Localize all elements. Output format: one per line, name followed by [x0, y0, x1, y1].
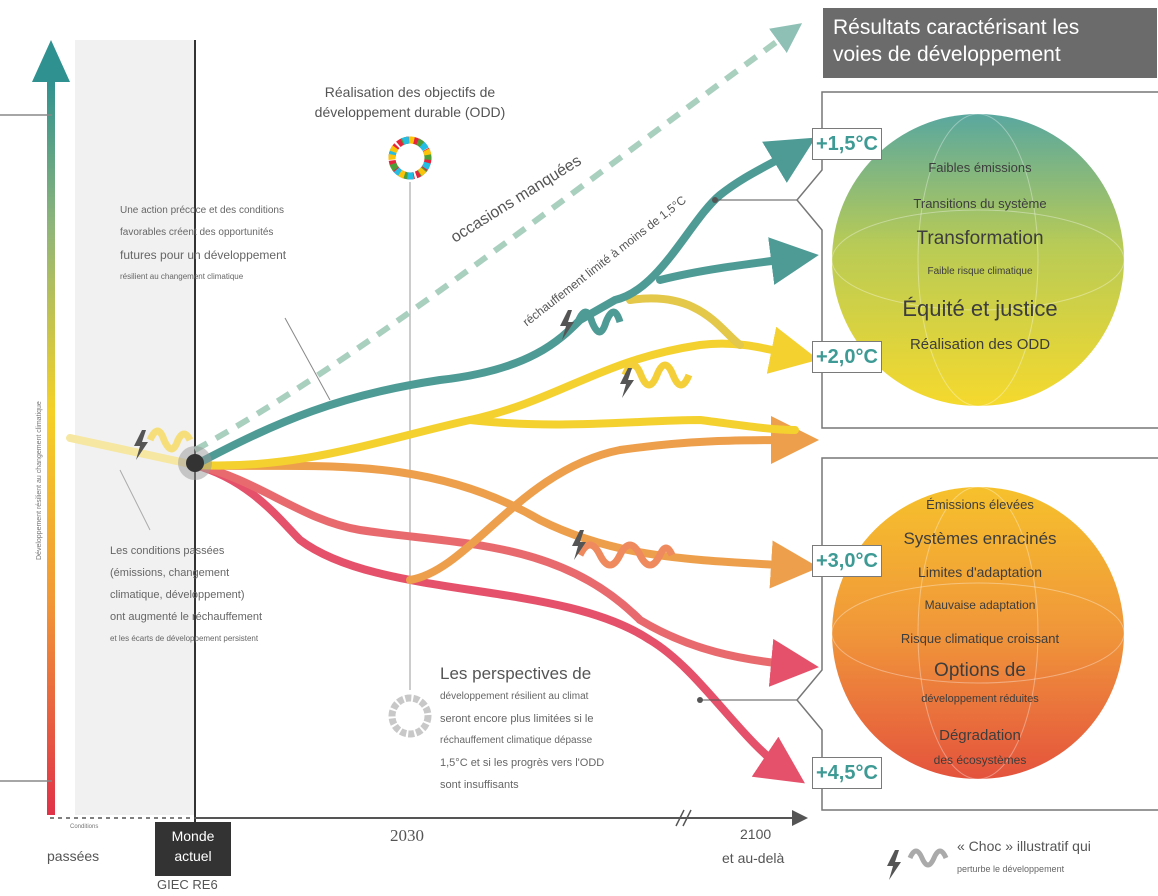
- note-bottom-line4: réchauffement climatique dépasse: [440, 735, 593, 746]
- sdg-title-line2: développement durable (ODD): [314, 104, 506, 120]
- good-outcome-6: Réalisation des ODD: [909, 336, 1051, 353]
- sdg-title: Réalisation des objectifs de développeme…: [290, 82, 530, 122]
- bad-outcomes-text: Émissions élevées Systèmes enracinés Lim…: [873, 497, 1087, 777]
- past-small-label: Conditions: [70, 824, 99, 830]
- note-top-line3: futures pour un développement: [120, 248, 287, 262]
- note-bottom-line6: sont insuffisants: [440, 779, 519, 791]
- legend-line1: « Choc » illustratif qui: [957, 838, 1091, 854]
- past-label: passées: [47, 848, 100, 864]
- note-top-line1: Une action précoce et des conditions: [120, 205, 284, 216]
- bad-outcome-1: Émissions élevées: [926, 497, 1034, 512]
- temp-4-5-badge: +4,5°C: [812, 757, 882, 789]
- year-2100-label: 2100: [740, 826, 772, 842]
- note-bottom-line2: développement résilient au climat: [440, 691, 589, 702]
- shock-spring-yellow: [621, 361, 693, 389]
- note-top-line2: favorables créent des opportunités: [120, 227, 274, 238]
- bad-outcome-7: développement réduites: [921, 693, 1039, 705]
- shock-spring-past: [146, 427, 194, 453]
- note-left-line2: (émissions, changement: [110, 567, 230, 579]
- good-outcome-5: Équité et justice: [902, 296, 1058, 321]
- sdg-wheel-grey-icon: [388, 694, 432, 738]
- temp-3-0-badge: +3,0°C: [812, 545, 882, 577]
- beyond-label: et au-delà: [722, 850, 785, 866]
- resilience-axis: [47, 80, 55, 815]
- path-3-0: [191, 461, 819, 589]
- note-left-line3: climatique, développement): [110, 589, 245, 601]
- note-left-line1: Les conditions passées: [110, 545, 225, 557]
- temp-1-5-badge: +1,5°C: [812, 128, 882, 160]
- year-2030-label: 2030: [390, 826, 424, 845]
- sdg-title-line1: Réalisation des objectifs de: [324, 84, 496, 100]
- legend-spring-icon: [907, 848, 949, 868]
- results-header: Résultats caractérisant les voies de dév…: [823, 8, 1157, 78]
- header-line2: voies de développement: [833, 43, 1061, 66]
- note-past-conditions: Les conditions passées (émissions, chang…: [110, 540, 360, 650]
- note-early-action: Une action précoce et des conditions fav…: [120, 200, 360, 288]
- note-bottom-line5: 1,5°C et si les progrès vers l'ODD: [440, 757, 605, 769]
- lightning-icons: [134, 310, 901, 880]
- vertical-axis-label: Développement résilient au changement cl…: [36, 401, 43, 560]
- path-1-5: [191, 137, 816, 469]
- now-line1: Monde: [171, 828, 215, 844]
- good-outcome-3: Transformation: [916, 228, 1044, 249]
- path-red-2: [191, 461, 819, 687]
- bad-outcome-8: Dégradation: [939, 727, 1021, 744]
- past-panel: [75, 40, 195, 815]
- missed-opportunities-path: [193, 23, 803, 453]
- present-node: [186, 454, 204, 472]
- bad-outcomes-sphere: [832, 487, 1124, 779]
- note-left-line4: ont augmenté le réchauffement: [110, 611, 263, 623]
- path-4-5: [191, 461, 805, 784]
- header-line1: Résultats caractérisant les: [833, 16, 1080, 39]
- bad-outcome-3: Limites d'adaptation: [917, 564, 1043, 580]
- sdg-wheel-icon: [388, 136, 432, 180]
- legend-line2: perturbe le développement: [957, 864, 1065, 874]
- note-bottom-line3: seront encore plus limitées si le: [440, 713, 594, 725]
- note-bottom-line1: Les perspectives de: [440, 664, 592, 683]
- good-outcome-2: Transitions du système: [913, 196, 1047, 211]
- shock-spring-red: [576, 541, 676, 569]
- bad-outcome-6: Options de: [934, 660, 1026, 681]
- giec-label: GIEC RE6: [157, 877, 218, 892]
- present-world-box: Monde actuel: [155, 822, 231, 876]
- axis-arrowhead: [32, 40, 70, 82]
- bad-outcome-5: Risque climatique croissant: [900, 631, 1060, 646]
- note-top-line4: résilient au changement climatique: [120, 272, 244, 281]
- good-outcome-4: Faible risque climatique: [927, 266, 1033, 277]
- path-2-0: [191, 326, 819, 470]
- shock-spring-teal: [574, 308, 624, 336]
- good-outcomes-text: Faibles émissions Transitions du système…: [880, 160, 1080, 360]
- path-orange-1: [406, 416, 819, 584]
- note-left-line5: et les écarts de développement persisten…: [110, 634, 259, 643]
- now-line2: actuel: [174, 848, 212, 864]
- bad-outcome-9: des écosystèmes: [933, 753, 1027, 767]
- note-future-prospects: Les perspectives de développement résili…: [440, 662, 700, 796]
- bad-outcome-4: Mauvaise adaptation: [924, 598, 1036, 612]
- temp-2-0-badge: +2,0°C: [812, 341, 882, 373]
- good-outcome-1: Faibles émissions: [928, 160, 1032, 175]
- good-outcomes-sphere: [832, 114, 1124, 406]
- bad-outcome-2: Systèmes enracinés: [903, 529, 1057, 548]
